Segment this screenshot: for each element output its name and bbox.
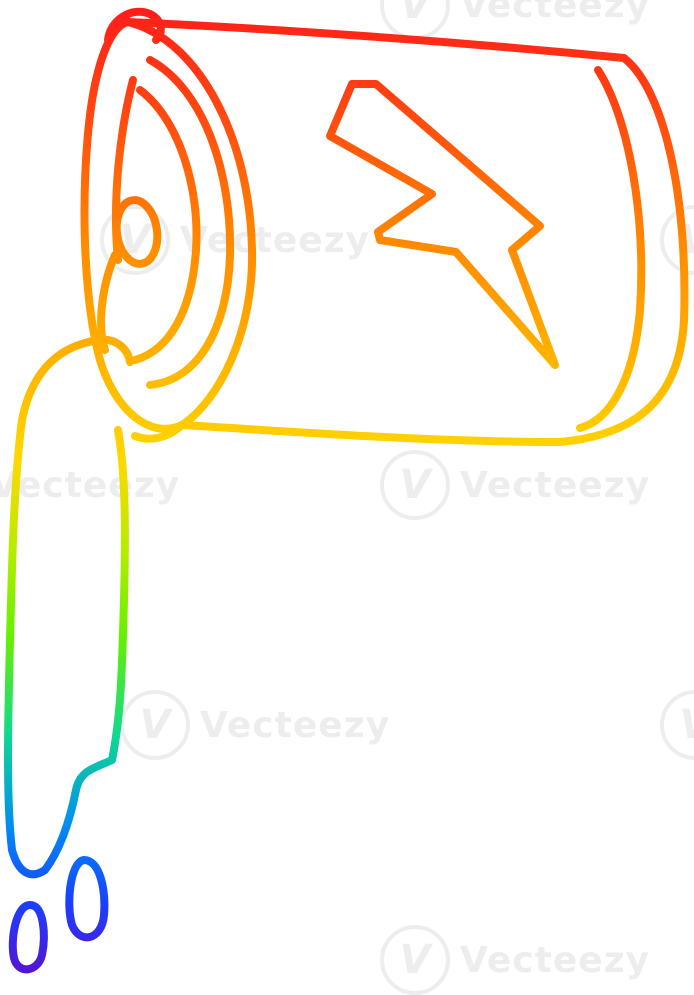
can-pour-hole: [112, 196, 162, 268]
can-rim-inner: [146, 56, 235, 389]
poured-liquid-stream: [4, 335, 134, 879]
can-rim-outer: [80, 18, 257, 433]
liquid-droplet-1: [65, 856, 109, 942]
can-rim-innermost: [131, 86, 201, 364]
liquid-droplet-2: [8, 901, 48, 974]
can-body-outline: [124, 18, 689, 446]
lightning-bolt-icon: [326, 80, 559, 369]
liquid-drip-from-hole: [97, 251, 119, 354]
can-far-rim: [576, 66, 646, 432]
can-rim-lip: [104, 7, 165, 44]
